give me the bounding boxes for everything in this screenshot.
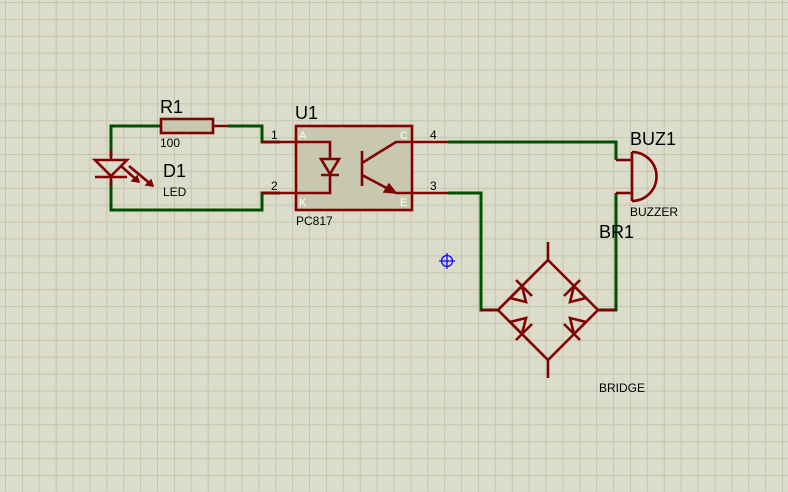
resistor-r1[interactable]: R1 100 [159, 97, 228, 150]
led-d1[interactable]: D1 LED [91, 150, 187, 199]
d1-ref-label: D1 [163, 161, 186, 181]
wire-pin3-to-bridge[interactable] [448, 191, 498, 312]
u1-ref-label: U1 [295, 103, 318, 123]
u1-pin-name-k: K [299, 197, 307, 209]
resistor-body [159, 117, 215, 135]
buzzer-buz1[interactable]: BUZ1 BUZZER [616, 129, 678, 219]
bridge-diamond [496, 258, 600, 362]
br1-ref-label: BR1 [599, 222, 634, 242]
u1-pin4-number: 4 [430, 128, 437, 142]
u1-pin-name-a: A [299, 130, 307, 142]
u1-internal-led [318, 157, 342, 177]
d1-value-label: LED [163, 185, 187, 199]
u1-pin-name-e: E [400, 197, 407, 209]
br1-value-label: BRIDGE [599, 381, 645, 395]
u1-pin1-number: 1 [271, 128, 278, 142]
buz1-value-label: BUZZER [630, 205, 678, 219]
u1-pin3-number: 3 [430, 179, 437, 193]
buzzer-dome [631, 150, 658, 203]
bridge-rectifier-br1[interactable]: BR1 BRIDGE [481, 222, 645, 395]
bridge-diode-lower-left [507, 316, 533, 341]
u1-value-label: PC817 [296, 214, 333, 228]
bridge-diode-upper-right [563, 279, 589, 304]
u1-transistor-collector [361, 140, 412, 165]
bridge-diode-lower-right [563, 316, 589, 341]
u1-pin-name-c: C [400, 130, 408, 142]
wire-buzzer-to-bridge[interactable] [598, 193, 618, 312]
cursor-crosshair-icon [439, 253, 455, 269]
r1-ref-label: R1 [160, 97, 183, 117]
u1-body [294, 124, 414, 212]
wire-led-anode-to-r1[interactable] [109, 124, 160, 157]
u1-pin2-number: 2 [271, 179, 278, 193]
r1-value-label: 100 [160, 136, 180, 150]
bridge-diode-upper-left [507, 279, 533, 304]
wire-led-cathode-to-pin2[interactable] [109, 180, 280, 212]
optocoupler-u1[interactable]: U1 1 2 4 3 A K C E PC817 [262, 103, 448, 228]
wire-pin4-to-buzzer[interactable] [448, 140, 618, 160]
buz1-ref-label: BUZ1 [630, 129, 676, 149]
led-triangle [91, 158, 131, 178]
